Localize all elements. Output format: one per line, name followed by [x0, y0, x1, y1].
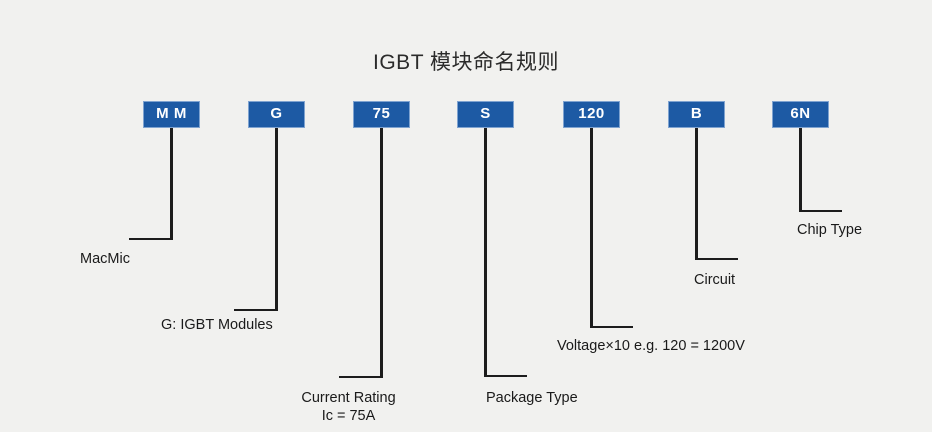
connector-vline-b — [695, 128, 698, 260]
connector-elbow-b — [695, 257, 738, 260]
connector-vline-s — [484, 128, 487, 377]
label-chip-type: Chip Type — [797, 222, 863, 238]
label-manufacturer: MacMic — [80, 251, 130, 267]
code-box-120: 120 — [563, 101, 620, 128]
connector-elbow-mm — [129, 237, 172, 240]
code-box-6n: 6N — [772, 101, 829, 128]
code-box-b: B — [668, 101, 725, 128]
connector-elbow-6n — [799, 209, 842, 212]
label-package-type: Package Type — [486, 390, 578, 406]
diagram-title: IGBT 模块命名规则 — [373, 51, 559, 74]
connector-vline-6n — [799, 128, 802, 212]
label-voltage: Voltage×10 e.g. 120 = 1200V — [557, 338, 745, 354]
connector-elbow-75 — [339, 375, 382, 378]
code-box-mm: M M — [143, 101, 200, 128]
code-box-s: S — [457, 101, 514, 128]
connector-vline-75 — [380, 128, 383, 378]
connector-elbow-120 — [590, 325, 633, 328]
connector-elbow-s — [484, 374, 527, 377]
connector-elbow-g — [234, 308, 277, 311]
connector-vline-g — [275, 128, 278, 311]
code-box-g: G — [248, 101, 305, 128]
connector-vline-120 — [590, 128, 593, 328]
label-circuit: Circuit — [694, 272, 736, 288]
code-box-75: 75 — [353, 101, 410, 128]
connector-vline-mm — [170, 128, 173, 240]
label-current-rating: Current Rating Ic = 75A — [301, 390, 396, 425]
label-module-type: G: IGBT Modules — [161, 317, 273, 333]
